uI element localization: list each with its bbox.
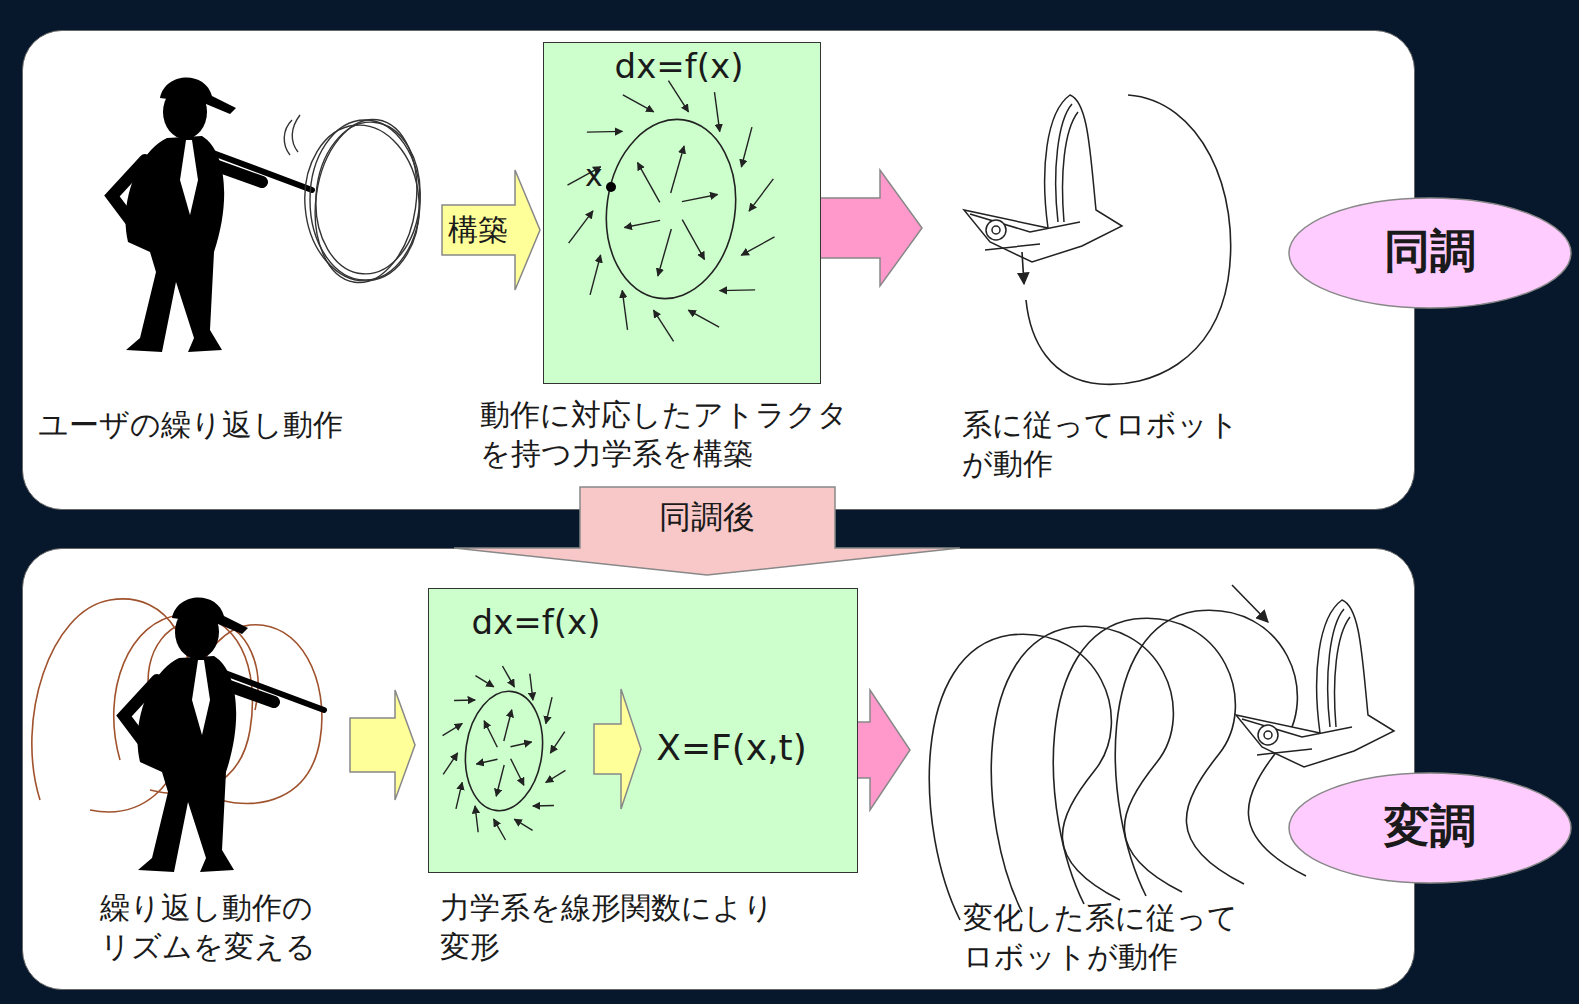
flow-arrow [484,721,497,748]
flow-arrow [530,674,533,700]
flow-arrow [511,759,524,786]
flow-arrow [475,676,493,687]
limit-cycle [458,686,550,815]
flow-arrow [475,806,478,832]
flow-arrow [546,697,552,724]
flow-arrow [510,742,531,747]
label-text: 同調 [1300,210,1560,294]
flow-arrow [624,220,660,227]
trajectory-arrow [1232,585,1268,622]
flow-arrow [456,782,462,809]
flow-arrow [638,163,660,203]
flow-arrow [682,194,718,201]
scribble-loop [284,112,427,288]
label-text: X=F(x,t) [644,721,819,775]
flow-arrow [720,289,756,291]
ellipse-outline [1289,198,1571,308]
modulated-trajectory [929,610,1306,920]
flow-arrow [590,255,601,295]
flow-arrow [682,220,704,260]
flow-arrow [741,237,774,255]
dynamics-box: dx=f(x) X=F(x,t) [428,588,858,873]
user-silhouette [112,77,312,352]
flow-arrow [533,805,554,807]
robot-trajectory [1022,95,1231,384]
trajectory-loop [929,634,1120,920]
flow-arrow [476,759,497,764]
label-text: 構築 [442,205,515,255]
flow-arrow [569,211,593,243]
flow-arrow [514,819,532,830]
flow-arrow [496,765,504,796]
bottom-panel: 繰り返し動作の リズムを変える 力学系を線形関数により 変形 変化した系に従って ロ… [22,548,1415,990]
flow-arrow [741,127,752,167]
flow-arrow [654,310,674,341]
flow-arrow [454,699,475,701]
label-text: x [581,157,607,193]
dynamics-box: dx=f(x) x [543,42,821,384]
flow-arrow [623,95,654,112]
sync-ellipse: 同調 [1287,196,1573,310]
modulation-ellipse: 変調 [1287,771,1573,885]
flow-arrow [658,229,671,276]
label-text: 動作に対応したアトラクタ を持つ力学系を構築 [480,395,848,473]
flow-arrow [546,770,566,782]
label-text: 力学系を線形関数により 変形 [440,888,774,966]
yellow-arrow [350,690,415,800]
ellipse-outline [1289,773,1571,883]
label-text: 繰り返し動作の リズムを変える [100,888,316,966]
trajectory-loop [991,626,1182,912]
build-arrow: 構築 [440,168,542,292]
state-dot [606,182,616,192]
label-text: 変調 [1300,785,1560,869]
flow-arrow [443,753,457,775]
attractor-field [542,41,820,383]
flow-arrow [749,179,773,211]
flow-arrow [688,310,719,327]
after-sync-arrow: 同調後 [452,485,964,577]
flow-arrow [502,666,514,687]
robot-sketch [964,95,1122,262]
flow-arrow [622,290,627,329]
top-panel: ユーザの繰り返し動作 動作に対応したアトラクタ を持つ力学系を構築 系に従ってロボッ… [22,30,1415,510]
flow-arrow [671,146,684,193]
flow-arrow [494,819,506,840]
limit-cycle [595,111,747,307]
label-text: 系に従ってロボット が動作 [962,405,1239,483]
arrow-outline [442,170,540,290]
label-text: dx=f(x) [451,599,621,645]
label-text: 同調後 [582,490,832,545]
flow-arrow [443,724,463,736]
label-text: dx=f(x) [559,45,799,87]
flow-arrow [714,92,719,131]
flow-arrow [504,710,512,741]
yellow-arrow [594,689,641,809]
flow-arrow [587,131,623,133]
label-text: 変化した系に従って ロボットが動作 [963,898,1238,976]
flow-arrow [550,732,564,754]
trajectory-loop [1053,618,1244,904]
label-text: ユーザの繰り返し動作 [38,405,343,444]
